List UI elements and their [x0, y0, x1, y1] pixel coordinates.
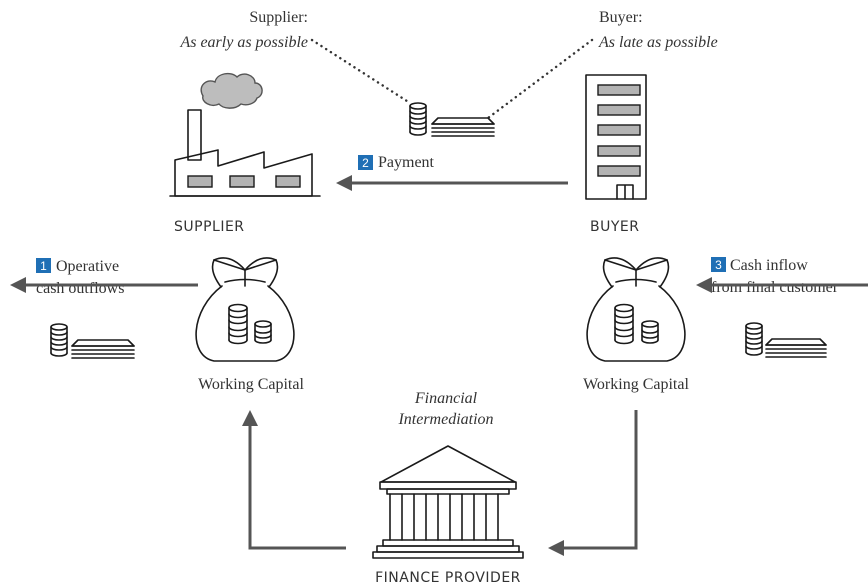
cloud-icon — [200, 72, 263, 109]
buyer-role-label: Buyer: — [599, 9, 643, 26]
payment-label: Payment — [378, 154, 435, 171]
working-capital-left-label: Working Capital — [198, 376, 304, 393]
coin-stack-icon — [409, 102, 427, 136]
intermediation-label-line1: Financial — [414, 390, 478, 407]
flow-1-badge: 1 — [36, 258, 51, 273]
supplier-role-label: Supplier: — [249, 9, 308, 26]
intermediation-label-line2: Intermediation — [397, 411, 493, 428]
supplier-dotted-line — [310, 38, 412, 105]
working-capital-right-label: Working Capital — [583, 376, 689, 393]
payment-arrow — [336, 175, 568, 191]
svg-text:2: 2 — [362, 156, 369, 170]
svg-text:3: 3 — [715, 258, 722, 272]
banknote-stack-icon — [431, 117, 495, 137]
operative-outflow-arrow — [10, 277, 198, 293]
money-bag-icon — [195, 257, 295, 362]
supplier-timing-label: As early as possible — [179, 34, 308, 51]
buyer-label: BUYER — [590, 219, 639, 235]
operative-label-line2: cash outflows — [36, 280, 124, 297]
finance-to-left-wc-arrow — [242, 410, 346, 550]
operative-label-line1: Operative — [56, 258, 119, 275]
factory-icon — [169, 109, 321, 197]
cash-inflow-arrow — [696, 277, 868, 293]
cash-inflow-label-line1: Cash inflow — [730, 257, 808, 274]
money-bag-icon — [586, 257, 686, 362]
building-icon — [585, 74, 647, 200]
buyer-timing-label: As late as possible — [598, 34, 718, 51]
banknote-stack-icon — [71, 339, 135, 359]
right-wc-to-finance-arrow — [548, 410, 638, 556]
finance-provider-label: FINANCE PROVIDER — [375, 570, 521, 586]
buyer-dotted-line — [486, 38, 594, 120]
supplier-label: SUPPLIER — [174, 219, 245, 235]
bank-icon — [372, 445, 524, 559]
banknote-stack-icon — [765, 338, 827, 358]
svg-text:1: 1 — [40, 259, 47, 273]
flow-3-badge: 3 — [711, 257, 726, 272]
cash-inflow-label-line2: from final customer — [711, 279, 839, 296]
coin-stack-icon — [50, 323, 68, 357]
coin-stack-icon — [745, 322, 763, 356]
flow-2-badge: 2 — [358, 155, 373, 170]
